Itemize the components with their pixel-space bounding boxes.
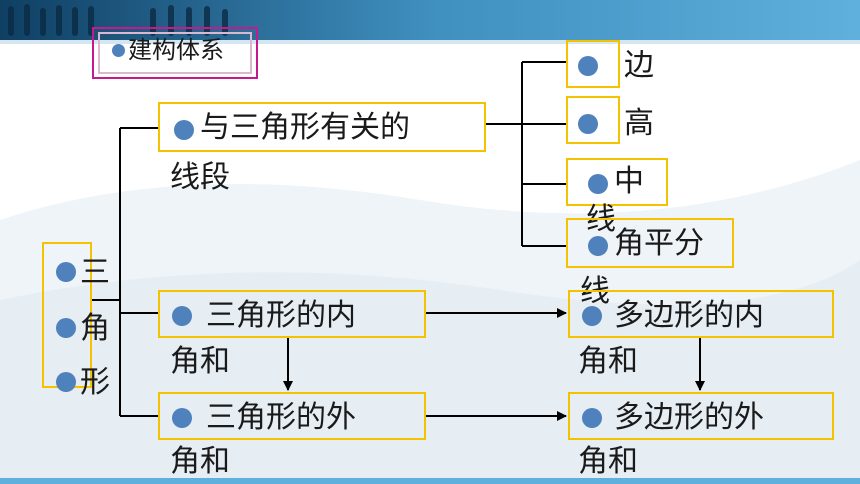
tri-interior-label-line1: 三角形的内 <box>206 298 356 333</box>
tri-exterior-label-line2: 角和 <box>170 444 230 479</box>
height-label: 高 <box>624 106 654 141</box>
tri-interior-label-line2: 角和 <box>170 344 230 379</box>
tri-exterior-bullet <box>172 408 192 428</box>
segment-label-line2: 线段 <box>170 160 230 195</box>
title-box <box>92 27 258 79</box>
poly-interior-box <box>568 290 834 338</box>
title-inner-box <box>98 32 252 74</box>
title-text: 建构体系 <box>128 36 224 64</box>
bisector-label-line1: 角平分 <box>614 226 704 261</box>
median-box <box>566 158 668 206</box>
tri-exterior-label-line1: 三角形的外 <box>206 400 356 435</box>
segment-box <box>158 102 486 152</box>
poly-interior-label-line2: 角和 <box>578 344 638 379</box>
poly-interior-bullet <box>582 306 602 326</box>
segment-bullet <box>174 120 194 140</box>
tri-interior-bullet <box>172 306 192 326</box>
segment-label-line1: 与三角形有关的 <box>200 110 410 145</box>
poly-exterior-bullet <box>582 408 602 428</box>
root-char-3: 形 <box>80 365 110 400</box>
root-char-1: 三 <box>80 255 110 290</box>
title-bullet <box>112 44 125 57</box>
poly-exterior-box <box>568 392 834 440</box>
bisector-box <box>566 218 734 268</box>
edge-box <box>566 40 620 88</box>
median-label-line1: 中 <box>614 164 644 199</box>
root-char-2: 角 <box>80 311 110 346</box>
height-bullet <box>578 114 598 134</box>
median-bullet <box>588 174 608 194</box>
root-bullet-3 <box>56 372 76 392</box>
edge-bullet <box>578 56 598 76</box>
tri-interior-box <box>158 290 426 338</box>
height-box <box>566 96 620 144</box>
edge-label: 边 <box>624 48 654 83</box>
tri-exterior-box <box>158 392 426 440</box>
root-bullet-2 <box>56 318 76 338</box>
poly-interior-label-line1: 多边形的内 <box>614 298 764 333</box>
poly-exterior-label-line1: 多边形的外 <box>614 400 764 435</box>
poly-exterior-label-line2: 角和 <box>578 444 638 479</box>
bisector-bullet <box>588 236 608 256</box>
root-bullet-1 <box>56 262 76 282</box>
